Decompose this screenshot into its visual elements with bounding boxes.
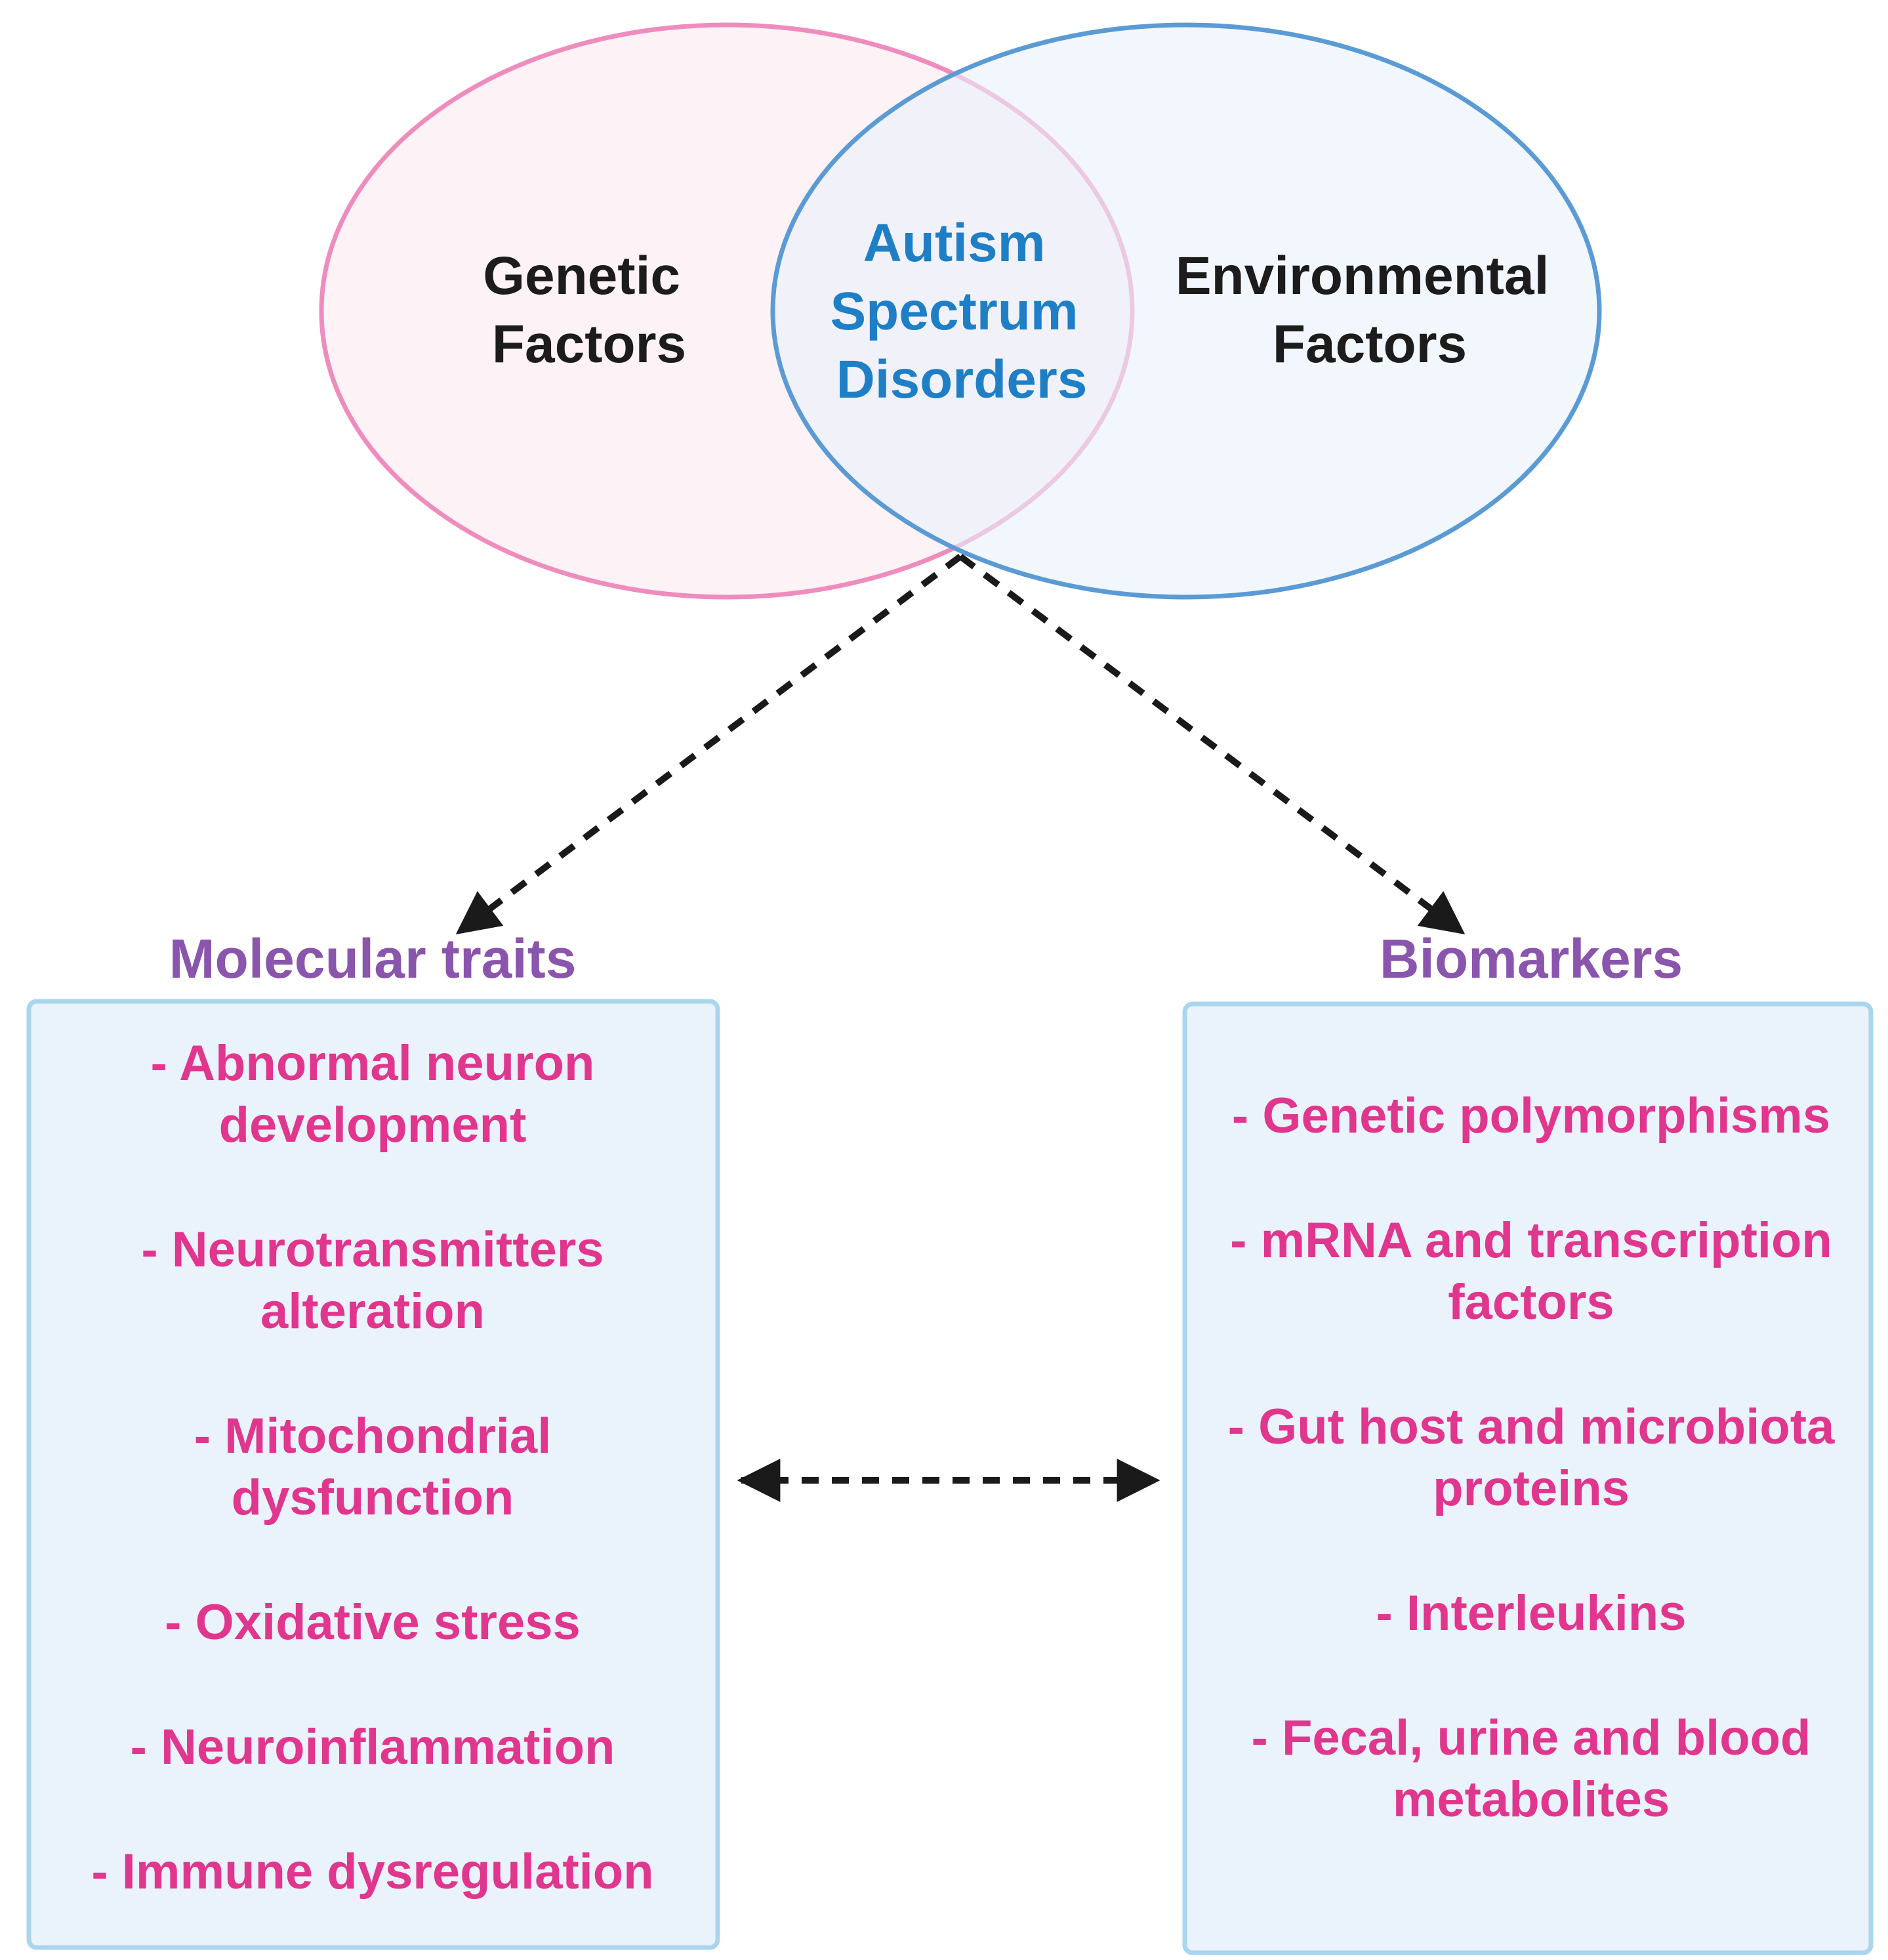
biomarkers-panel: Biomarkers - Genetic polymorphisms - mRNA… — [1182, 928, 1874, 1955]
arrow-to-molecular-traits — [455, 553, 962, 935]
venn-diagram: Genetic Factors Autism Spectrum Disorder… — [319, 22, 1602, 600]
environmental-factors-circle — [770, 22, 1602, 600]
molecular-traits-heading: Molecular traits — [169, 928, 577, 990]
biomarkers-heading: Biomarkers — [1380, 928, 1683, 990]
list-item: - Neuroinflammation — [131, 1719, 615, 1775]
environmental-factors-label: Environmental Factors — [1176, 246, 1564, 374]
genetic-factors-label: Genetic Factors — [483, 246, 695, 374]
biomarkers-list: - Genetic polymorphisms - mRNA and transc… — [1228, 1088, 1835, 1827]
biomarkers-box — [1182, 1001, 1874, 1955]
molecular-traits-box — [26, 999, 720, 1950]
autism-spectrum-disorders-label: Autism Spectrum Disorders — [830, 213, 1093, 409]
list-item: - Interleukins — [1376, 1585, 1687, 1641]
arrow-to-biomarkers — [958, 553, 1466, 935]
list-item: - Genetic polymorphisms — [1232, 1088, 1830, 1144]
list-item: - Oxidative stress — [165, 1595, 581, 1650]
list-item: - Immune dysregulation — [91, 1844, 653, 1900]
